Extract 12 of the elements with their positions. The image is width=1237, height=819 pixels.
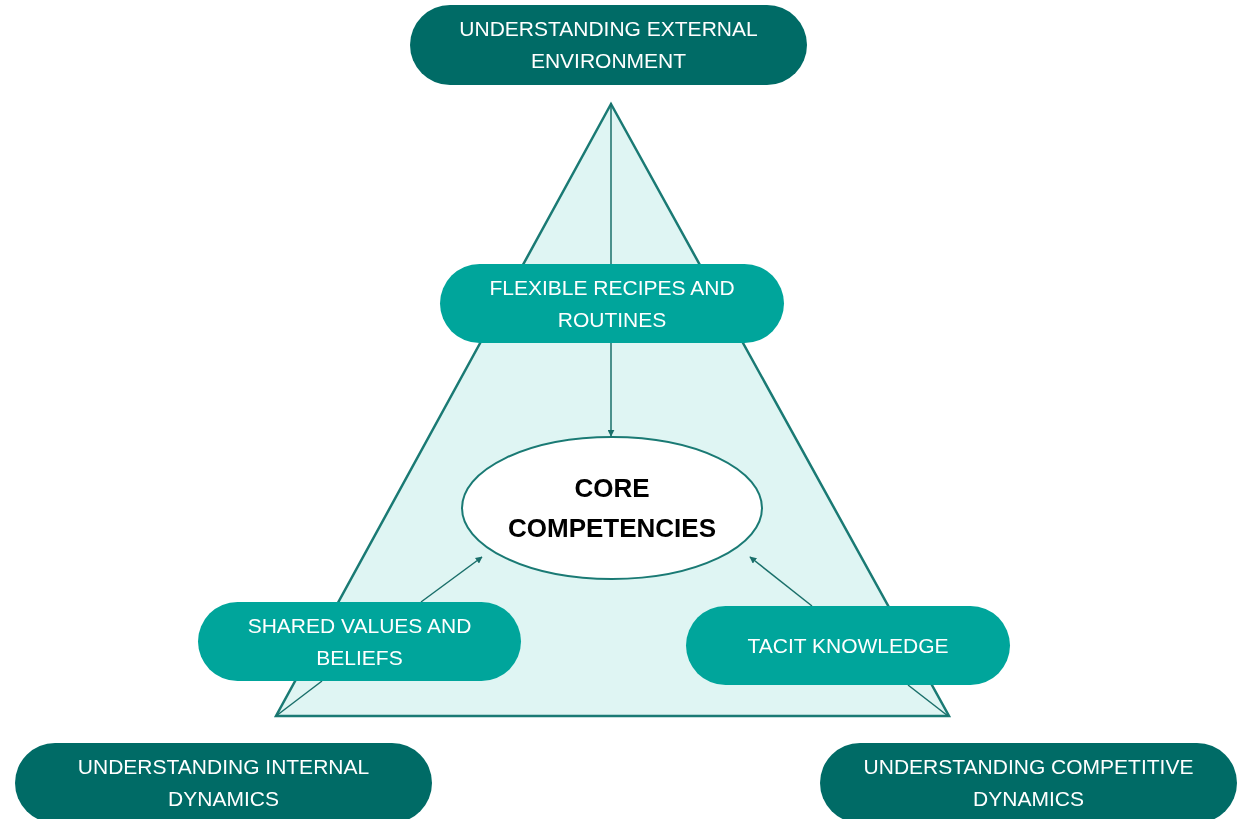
connector-line <box>610 102 612 265</box>
rounded-box: UNDERSTANDING INTERNAL DYNAMICS <box>15 743 432 819</box>
connector-line <box>907 684 949 717</box>
rounded-box: UNDERSTANDING COMPETITIVE DYNAMICS <box>820 743 1237 819</box>
rounded-box: SHARED VALUES AND BELIEFS <box>198 602 521 681</box>
arrow <box>607 342 615 437</box>
arrow <box>749 556 813 607</box>
node-label: CORE COMPETENCIES <box>507 472 717 545</box>
connector-line <box>275 680 323 717</box>
rounded-box: UNDERSTANDING EXTERNAL ENVIRONMENT <box>410 5 807 85</box>
arrow <box>420 556 483 603</box>
rounded-box: TACIT KNOWLEDGE <box>686 606 1010 685</box>
